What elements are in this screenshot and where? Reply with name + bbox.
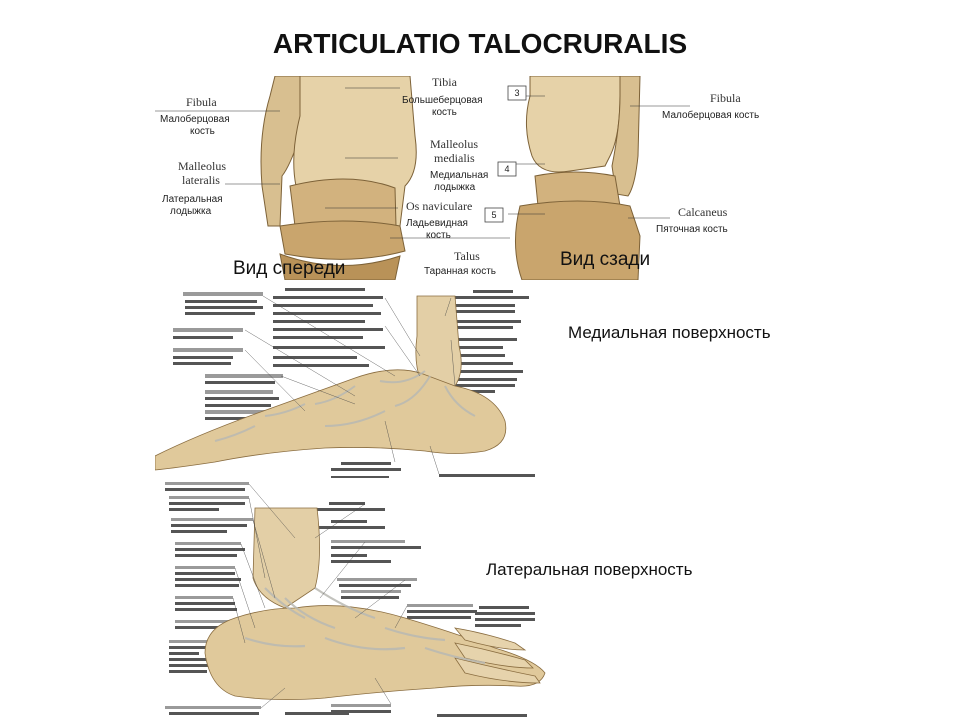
medial-label-column (173, 288, 535, 489)
label-tibia: Tibia (432, 76, 458, 89)
svg-text:4: 4 (504, 164, 509, 174)
label-fibula-left-ru2: кость (190, 126, 215, 137)
label-malleolus-medialis-2: medialis (434, 151, 475, 165)
number-box-3: 3 (507, 85, 527, 101)
slide-title: ARTICULATIO TALOCRURALIS (272, 28, 688, 59)
label-malleolus-medialis-1: Malleolus (430, 137, 478, 151)
posterior-view-bones (514, 76, 641, 280)
label-malleolus-lateralis-ru1: Латеральная (162, 194, 223, 205)
label-talus-ru: Таранная кость (424, 266, 496, 277)
label-os-naviculare-ru2: кость (426, 230, 451, 241)
label-os-naviculare-ru1: Ладьевидная (406, 218, 468, 229)
number-box-4: 4 (497, 161, 517, 177)
label-fibula-right: Fibula (710, 91, 741, 105)
label-lateral-surface: Латеральная поверхность (486, 560, 693, 579)
label-os-naviculare: Os naviculare (406, 199, 472, 213)
anterior-view-bones (260, 76, 417, 280)
label-calcaneus: Calcaneus (678, 205, 728, 219)
lateral-foot-figure (155, 478, 550, 720)
svg-text:5: 5 (491, 210, 496, 220)
label-tibia-ru2: кость (432, 107, 457, 118)
medial-foot-figure (155, 286, 550, 490)
label-front-view: Вид спереди (233, 258, 346, 279)
number-box-5: 5 (484, 207, 504, 223)
label-tibia-ru: Большеберцовая (402, 94, 483, 106)
label-malleolus-lateralis-ru2: лодыжка (170, 206, 212, 217)
label-fibula-left: Fibula (186, 95, 217, 109)
label-malleolus-lateralis-2: lateralis (182, 173, 220, 187)
ankle-front-back-figure: 3 4 5 Fibula Малоберцовая кость Malleolu… (150, 76, 790, 280)
label-talus: Talus (454, 249, 480, 263)
label-calcaneus-ru: Пяточная кость (656, 224, 728, 235)
svg-text:3: 3 (514, 88, 519, 98)
label-medial-surface: Медиальная поверхность (568, 323, 771, 342)
label-back-view: Вид сзади (560, 249, 651, 270)
label-malleolus-medialis-ru2: лодыжка (434, 182, 476, 193)
lateral-label-column (165, 482, 535, 717)
lateral-foot-drawing (155, 478, 550, 720)
medial-foot-drawing (155, 286, 550, 490)
label-fibula-right-ru: Малоберцовая кость (662, 109, 759, 121)
label-malleolus-lateralis-1: Malleolus (178, 159, 226, 173)
label-malleolus-medialis-ru1: Медиальная (430, 170, 488, 181)
ankle-front-back-drawing: 3 4 5 Fibula Малоберцовая кость Malleolu… (155, 76, 759, 280)
label-fibula-left-ru1: Малоберцовая (160, 113, 230, 125)
